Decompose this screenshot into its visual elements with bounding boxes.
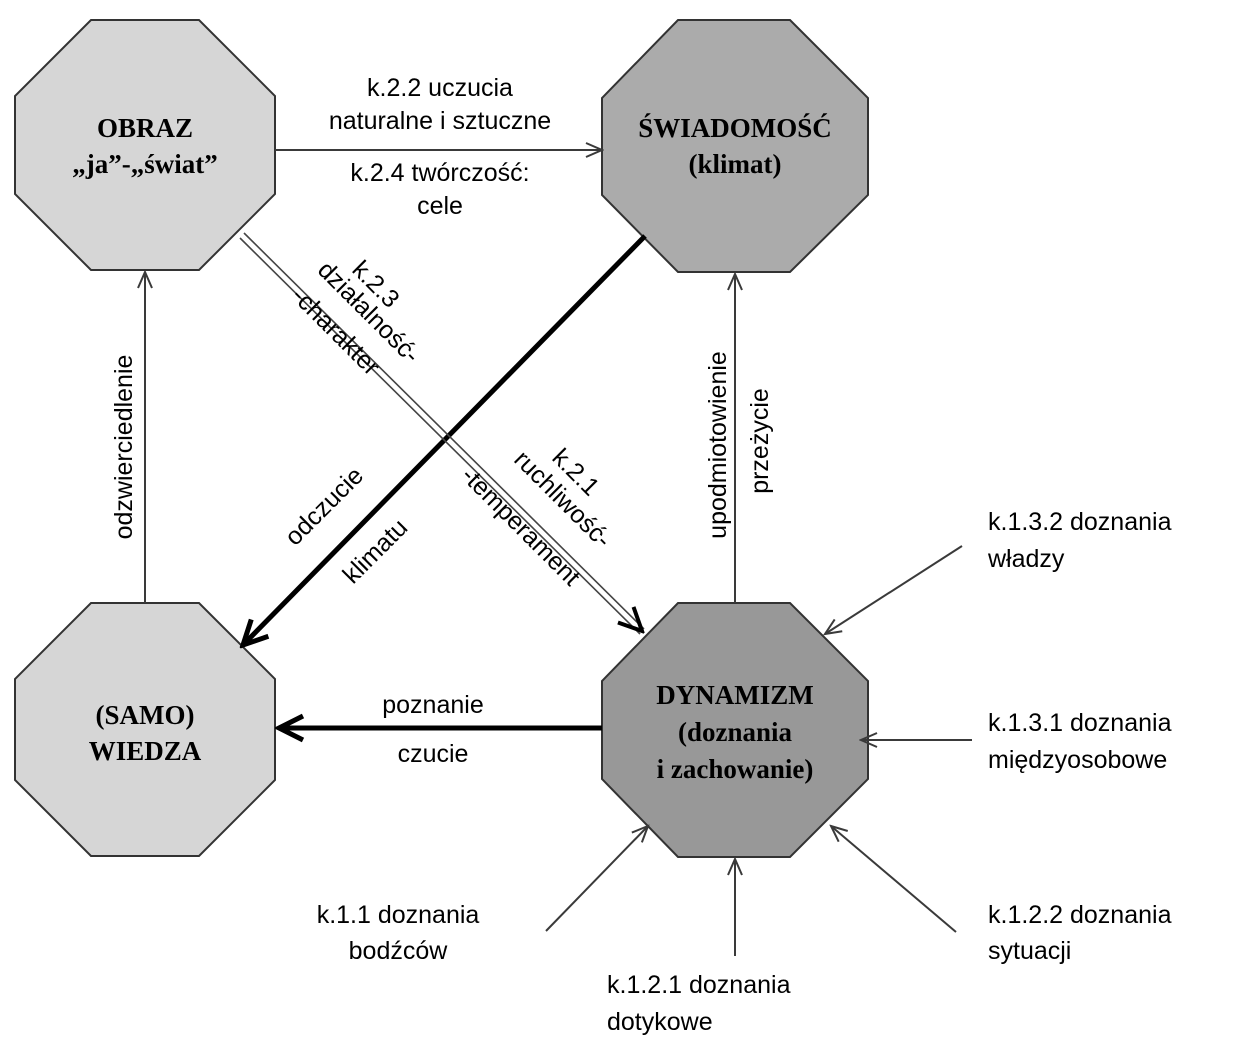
label-k132-line2: władzy xyxy=(987,545,1065,573)
node-dynamizm: DYNAMIZM (doznania i zachowanie) xyxy=(601,602,869,858)
node-obraz-title: OBRAZ xyxy=(97,113,193,143)
node-dynamizm-subtitle-1: (doznania xyxy=(678,717,793,747)
label-poznanie: poznanie xyxy=(382,691,483,719)
node-samowiedza: (SAMO) WIEDZA xyxy=(14,602,276,857)
label-odzwierciedlenie: odzwierciedlenie xyxy=(110,355,138,540)
label-k121-line2: dotykowe xyxy=(607,1008,713,1036)
label-klimatu: klimatu xyxy=(337,513,413,589)
input-arrow-k11 xyxy=(545,826,648,932)
label-k24-line1: k.2.4 twórczość: xyxy=(350,159,529,187)
label-k22-line2: naturalne i sztuczne xyxy=(329,107,551,135)
node-swiadomosc: ŚWIADOMOŚĆ (klimat) xyxy=(601,19,869,273)
edge-obraz-to-dynamizm-line-b xyxy=(243,232,645,630)
label-k121-line1: k.1.2.1 doznania xyxy=(607,971,791,999)
node-dynamizm-shape xyxy=(601,602,869,858)
input-arrow-k132 xyxy=(825,545,963,634)
label-odczucie: odczucie xyxy=(280,462,370,552)
edge-obraz-to-dynamizm xyxy=(239,232,645,635)
node-samowiedza-shape xyxy=(14,602,276,857)
node-swiadomosc-title: ŚWIADOMOŚĆ xyxy=(638,113,832,143)
node-dynamizm-title: DYNAMIZM xyxy=(656,680,813,710)
label-k122-line2: sytuacji xyxy=(988,937,1071,965)
label-upodmiotowienie: upodmiotowienie xyxy=(704,351,732,539)
node-swiadomosc-shape xyxy=(601,19,869,273)
node-samowiedza-title: (SAMO) xyxy=(96,700,195,730)
label-k11-line2: bodźców xyxy=(349,937,449,965)
label-k22-line1: k.2.2 uczucia xyxy=(367,74,513,102)
label-k131-line2: międzyosobowe xyxy=(988,746,1167,774)
node-dynamizm-subtitle-2: i zachowanie) xyxy=(657,754,814,784)
edge-obraz-to-dynamizm-line-a xyxy=(239,237,641,635)
label-przezycie: przeżycie xyxy=(746,388,774,494)
node-obraz-subtitle: „ja”-„świat” xyxy=(72,149,217,179)
label-czucie: czucie xyxy=(398,740,469,768)
node-samowiedza-subtitle: WIEDZA xyxy=(89,736,202,766)
label-k11-line1: k.1.1 doznania xyxy=(317,901,480,929)
label-k132-line1: k.1.3.2 doznania xyxy=(988,508,1172,536)
node-obraz-shape xyxy=(14,19,276,271)
node-obraz: OBRAZ „ja”-„świat” xyxy=(14,19,276,271)
label-k24-line2: cele xyxy=(417,192,463,220)
label-k131-line1: k.1.3.1 doznania xyxy=(988,709,1172,737)
node-swiadomosc-subtitle: (klimat) xyxy=(689,149,782,179)
label-k122-line1: k.1.2.2 doznania xyxy=(988,901,1172,929)
input-arrow-k122 xyxy=(831,826,957,933)
